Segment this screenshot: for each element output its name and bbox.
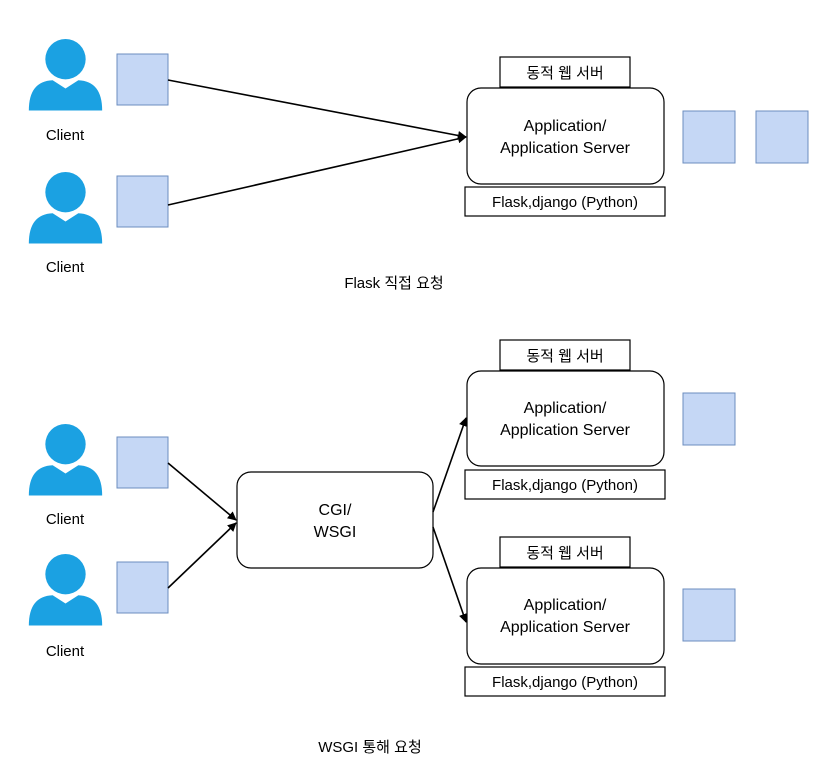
response-packet [682, 588, 736, 642]
request-packet [116, 436, 169, 489]
dynamic-web-server-1: 동적 웹 서버 Application/ Application Server … [464, 339, 666, 500]
application-server-box [466, 567, 665, 665]
client-2: Client [28, 172, 169, 276]
client-label: Client [46, 643, 85, 660]
person-icon [28, 424, 103, 496]
framework-box [464, 186, 666, 217]
application-server-box [466, 87, 665, 185]
server-header-label: 동적 웹 서버 [526, 65, 603, 82]
flask-direct-section: Client Client 동적 웹 서버 Application/ Appli… [28, 39, 809, 292]
client-label: Client [46, 259, 85, 276]
client-2: Client [28, 554, 169, 660]
server-header-box [499, 56, 631, 88]
framework-label: Flask,django (Python) [492, 194, 638, 211]
client-1: Client [28, 39, 169, 144]
request-arrow [167, 79, 467, 140]
response-packet [755, 110, 809, 164]
application-label-line1: Application/ [524, 400, 607, 417]
request-packet [116, 53, 169, 106]
server-header-label: 동적 웹 서버 [526, 545, 603, 562]
wsgi-section: Client Client CGI/ WSGI 동적 웹 서버 Applicat… [28, 339, 736, 756]
framework-label: Flask,django (Python) [492, 674, 638, 691]
request-packet [116, 561, 169, 614]
server-header-box [499, 339, 631, 371]
gateway-box [236, 471, 434, 569]
response-packet [682, 392, 736, 446]
server-header-box [499, 536, 631, 568]
server-header-label: 동적 웹 서버 [526, 348, 603, 365]
response-packet [682, 110, 736, 164]
application-server-box [466, 370, 665, 467]
dynamic-web-server: 동적 웹 서버 Application/ Application Server … [464, 56, 666, 217]
person-icon [28, 554, 103, 626]
dynamic-web-server-2: 동적 웹 서버 Application/ Application Server … [464, 536, 666, 697]
framework-box [464, 469, 666, 500]
framework-box [464, 666, 666, 697]
application-label-line1: Application/ [524, 597, 607, 614]
section-caption: Flask 직접 요청 [344, 275, 443, 292]
gateway-label-line1: CGI/ [319, 502, 352, 519]
request-arrow [167, 522, 237, 589]
section-caption: WSGI 통해 요청 [318, 739, 422, 756]
person-icon [28, 172, 103, 244]
application-label-line1: Application/ [524, 118, 607, 135]
request-arrow [167, 134, 467, 206]
request-arrow [167, 462, 237, 521]
cgi-wsgi-gateway: CGI/ WSGI [236, 471, 434, 569]
request-packet [116, 175, 169, 228]
client-label: Client [46, 511, 85, 528]
person-icon [28, 39, 103, 111]
application-label-line2: Application Server [500, 422, 631, 439]
framework-label: Flask,django (Python) [492, 477, 638, 494]
client-label: Client [46, 127, 85, 144]
application-label-line2: Application Server [500, 619, 631, 636]
application-label-line2: Application Server [500, 140, 631, 157]
forward-arrow [432, 417, 468, 513]
gateway-label-line2: WSGI [314, 524, 357, 541]
forward-arrow [432, 526, 468, 623]
client-1: Client [28, 424, 169, 528]
